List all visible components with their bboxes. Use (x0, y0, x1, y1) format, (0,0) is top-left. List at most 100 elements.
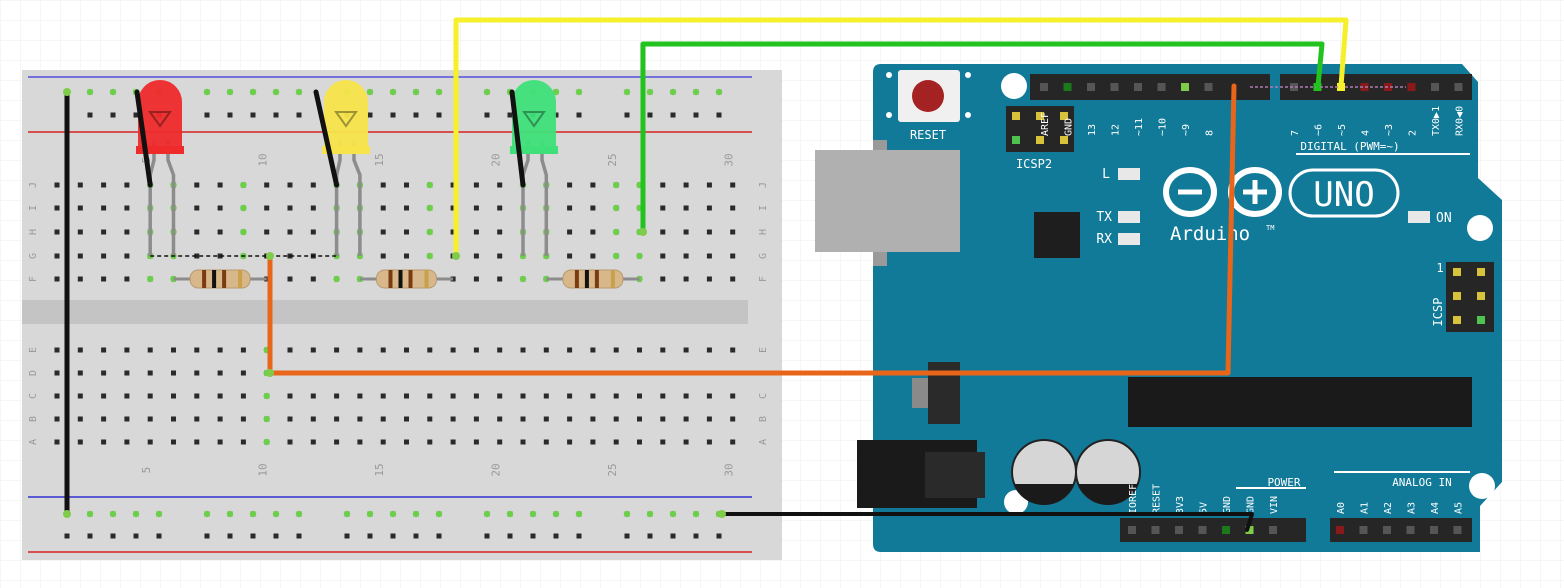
digital-pin[interactable] (1290, 83, 1298, 91)
led-red[interactable] (136, 80, 184, 256)
breadboard-hole (497, 229, 503, 235)
breadboard-hole (706, 182, 712, 188)
breadboard-hole (730, 393, 736, 399)
connected-hole (263, 415, 270, 423)
connected-hole (249, 510, 257, 518)
breadboard-hole (706, 205, 712, 211)
breadboard-hole (567, 347, 573, 353)
breadboard-hole (660, 416, 666, 422)
row-letter: G (28, 253, 39, 259)
power-pin[interactable] (1128, 526, 1136, 534)
wire-black-gnd[interactable] (720, 512, 1254, 532)
reset-dot (965, 112, 971, 118)
analog-pin-label: A3 (1407, 502, 1418, 514)
analog-pin[interactable] (1359, 526, 1368, 534)
wire-black-led-ground[interactable] (134, 89, 153, 188)
breadboard-hole (124, 182, 130, 188)
digital-pin[interactable] (1110, 83, 1119, 91)
column-number-top: 15 (373, 153, 386, 166)
digital-pin[interactable] (1157, 83, 1166, 91)
connected-hole (366, 510, 374, 518)
breadboard-hole (520, 416, 526, 422)
power-pin[interactable] (1198, 526, 1207, 534)
analog-pin[interactable] (1336, 526, 1344, 534)
connected-hole (623, 88, 631, 96)
rail-hole (156, 533, 162, 539)
rail-hole (670, 533, 676, 539)
wire-endpoint (718, 510, 726, 518)
breadboard-hole (287, 439, 293, 445)
power-pin[interactable] (1269, 526, 1277, 534)
led-green[interactable] (510, 80, 558, 256)
wire-endpoints (63, 88, 726, 518)
reset-label: RESET (910, 128, 946, 142)
wire-black-led-ground[interactable] (509, 89, 526, 188)
digital-pin[interactable] (1181, 83, 1189, 91)
digital-pin[interactable] (1040, 83, 1048, 91)
breadboard-hole (660, 276, 666, 282)
digital-pin-label: ~5 (1337, 124, 1348, 136)
digital-pin[interactable] (1360, 83, 1369, 91)
connected-hole (203, 510, 211, 518)
breadboard-hole (683, 276, 689, 282)
wire-green-pin6[interactable] (640, 41, 1325, 235)
power-pin[interactable] (1245, 526, 1254, 534)
rail-hole (484, 112, 490, 118)
resistor[interactable] (173, 269, 267, 289)
breadboard-hole (660, 347, 666, 353)
breadboard-hole (380, 253, 386, 259)
breadboard-hole (543, 416, 549, 422)
led-yellow[interactable] (322, 80, 370, 256)
digital-pin-label: 2 (1408, 130, 1419, 136)
breadboard-hole (77, 347, 83, 353)
wire-yellow-pin5[interactable] (453, 17, 1349, 259)
breadboard-hole (310, 439, 316, 445)
power-pin[interactable] (1222, 526, 1230, 534)
digital-pin[interactable] (1134, 83, 1142, 91)
connected-hole (669, 88, 677, 96)
resistor-band (398, 270, 403, 288)
breadboard-hole (334, 347, 340, 353)
reset-button[interactable] (912, 80, 944, 112)
analog-pin[interactable] (1453, 526, 1462, 534)
icsp2-pins (1012, 112, 1068, 144)
power-pin[interactable] (1175, 526, 1183, 534)
digital-pin[interactable] (1407, 83, 1416, 91)
connected-hole (483, 88, 491, 96)
resistor-band (238, 270, 243, 288)
analog-pin[interactable] (1430, 526, 1438, 534)
breadboard-hole (473, 439, 479, 445)
connected-hole (203, 88, 211, 96)
wire-orange-pin9[interactable] (267, 83, 1237, 376)
digital-pin-label: ~11 (1134, 118, 1145, 136)
power-pin-label: RESET (1152, 484, 1163, 514)
rail-hole (624, 533, 630, 539)
breadboard-hole (380, 347, 386, 353)
breadboard-hole (264, 205, 270, 211)
digital-pin[interactable] (1063, 83, 1072, 91)
connected-hole (109, 510, 117, 518)
power-pin[interactable] (1151, 526, 1160, 534)
resistor[interactable] (546, 269, 640, 289)
digital-pin[interactable] (1431, 83, 1439, 91)
digital-pin-label: AREF (1040, 112, 1051, 136)
column-number-bottom: 20 (490, 463, 503, 476)
breadboard-hole (404, 393, 409, 399)
breadboard-hole (590, 347, 596, 353)
analog-pin[interactable] (1383, 526, 1391, 534)
digital-pin[interactable] (1204, 83, 1213, 91)
breadboard-hole (404, 347, 409, 353)
wire-black-led-ground[interactable] (313, 89, 340, 188)
resistor[interactable] (359, 269, 454, 289)
breadboard-hole (380, 205, 386, 211)
connected-hole (366, 88, 374, 96)
wire-endpoint (63, 88, 71, 96)
digital-pin[interactable] (1087, 83, 1095, 91)
analog-pin[interactable] (1406, 526, 1415, 534)
connected-hole (623, 510, 631, 518)
power-pin-label: GND (1222, 496, 1233, 514)
mounting-hole-right-top (1467, 215, 1493, 241)
digital-pin[interactable] (1454, 83, 1463, 91)
breadboard-hole (404, 182, 409, 188)
row-letter: E (28, 347, 39, 353)
